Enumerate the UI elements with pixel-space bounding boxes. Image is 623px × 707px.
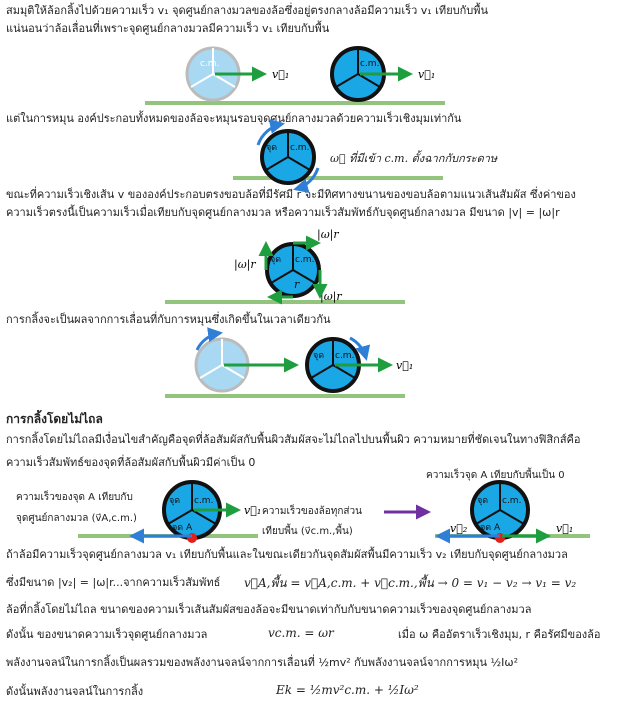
omega-r-top: |ω|r — [317, 228, 339, 242]
jut-label-4: จุด — [313, 351, 324, 361]
omega-r-left: |ω|r — [234, 258, 256, 272]
intro-line-1: สมมุติให้ล้อกลิ้งไปด้วยความเร็ว v₁ จุดศู… — [6, 4, 489, 17]
v2-label: v⃗₂ — [450, 522, 467, 535]
cm-label-5: c.m. — [335, 351, 354, 361]
cm-label-4: c.m. — [295, 255, 314, 265]
cm-label-3: c.m. — [290, 143, 309, 153]
no-slip-line-1: การกลิ้งโดยไม่ไถลมีเงื่อนไขสำคัญคือจุดที… — [6, 433, 581, 446]
label-all-line-2: เทียบพื้น (v⃗c.m.,พื้น) — [262, 523, 353, 537]
cm-label-1: c.m. — [200, 59, 219, 69]
jut-label-5: จุด — [169, 496, 180, 506]
energy-text: พลังงานจลน์ในการกลิ้งเป็นผลรวมของพลังงาน… — [6, 656, 519, 669]
wheel-rotating — [260, 129, 316, 185]
velocity-text: ถ้าล้อมีความเร็วจุดศูนย์กลางมวล v₁ เทียบ… — [6, 548, 568, 561]
energy-total-text: ดังนั้นพลังงานจลน์ในการกลิ้ง — [6, 685, 144, 698]
rotation-arrow-light — [195, 327, 223, 351]
tangent-line-1: ขณะที่ความเร็วเชิงเส้น v ขององค์ประกอบตร… — [6, 188, 576, 201]
no-slip-line-2: ความเร็วสัมพัทธ์ของจุดที่ล้อสัมผัสกับพื้… — [6, 456, 256, 469]
section-heading: การกลิ้งโดยไม่ไถล — [6, 412, 103, 426]
v1-label-2: v⃗₁ — [418, 68, 435, 81]
energy-equation: Ek = ½mv²c.m. + ½Iω² — [276, 683, 419, 697]
v1-label-no-slip-1: v⃗₁ — [244, 504, 261, 517]
relative-equation: v⃗A,พื้น = v⃗A,c.m. + v⃗c.m.,พื้น → 0 = … — [244, 576, 577, 590]
jut-label-6: จุด — [477, 496, 488, 506]
symbol-note: เมื่อ ω คืออัตราเร็วเชิงมุม, r คือรัศมีข… — [398, 628, 601, 641]
ground-line-1 — [145, 101, 445, 105]
cm-label-7: c.m. — [502, 496, 521, 506]
rotation-arrow-rolling — [349, 336, 371, 361]
ground-line-4 — [165, 394, 405, 398]
tangent-line-2: ความเร็วตรงนี้เป็นความเร็วเมื่อเทียบกับจ… — [6, 206, 560, 219]
cm-speed-text: ดังนั้น ของขนาดความเร็วจุดศูนย์กลางมวล — [6, 628, 208, 641]
point-a-label-2: จุด A — [480, 523, 501, 533]
equal-speed-text: ล้อที่กลิ้งโดยไม่ไถล ขนาดของความเร็วเส้น… — [6, 603, 532, 616]
ground-line-3 — [165, 300, 405, 304]
omega-note: ω⃗ ที่มีเข้า c.m. ตั้งฉากกับกระดาษ — [330, 150, 498, 165]
ground-line-2 — [233, 176, 443, 180]
point-a-label-1: จุด A — [172, 523, 193, 533]
radius-label: r — [294, 278, 300, 291]
wheel-no-slip-2 — [470, 480, 530, 540]
jut-label-2: จุด — [266, 143, 277, 153]
label-a-line-1: ความเร็วของจุด A เทียบกับ — [16, 489, 133, 503]
label-zero: ความเร็วจุด A เทียบกับพื้นเป็น 0 — [426, 467, 565, 481]
v1-label-rolling: v⃗₁ — [396, 359, 413, 372]
v1-label-1: v⃗₁ — [272, 68, 289, 81]
cm-label-2: c.m. — [360, 59, 379, 69]
intro-line-2: แน่นอนว่าล้อเลื่อนที่เพราะจุดศูนย์กลางมว… — [6, 22, 330, 35]
rotation-arrow-top — [256, 119, 285, 146]
cm-speed-equation: vc.m. = ωr — [268, 626, 334, 640]
rotation-text: แต่ในการหมุน องค์ประกอบทั้งหมดของล้อจะหม… — [6, 112, 462, 125]
label-a-line-2: จุดศูนย์กลางมวล (v⃗A,c.m.) — [16, 512, 137, 524]
v1-label-no-slip-2: v⃗₁ — [556, 522, 573, 535]
omega-r-bottom: |ω|r — [320, 290, 342, 304]
relative-text: ซึ่งมีขนาด |v₂| = |ω|r...จากความเร็วสัมพ… — [6, 576, 221, 589]
label-all-line-1: ความเร็วของล้อทุกส่วน — [262, 503, 362, 517]
cm-label-6: c.m. — [194, 496, 213, 506]
jut-label-3: จุด — [270, 255, 281, 265]
rotation-arrow-bottom — [293, 167, 320, 194]
wheel-tangent — [265, 242, 321, 298]
rolling-text: การกลิ้งจะเป็นผลจากการเลื่อนที่กับการหมุ… — [6, 313, 331, 326]
